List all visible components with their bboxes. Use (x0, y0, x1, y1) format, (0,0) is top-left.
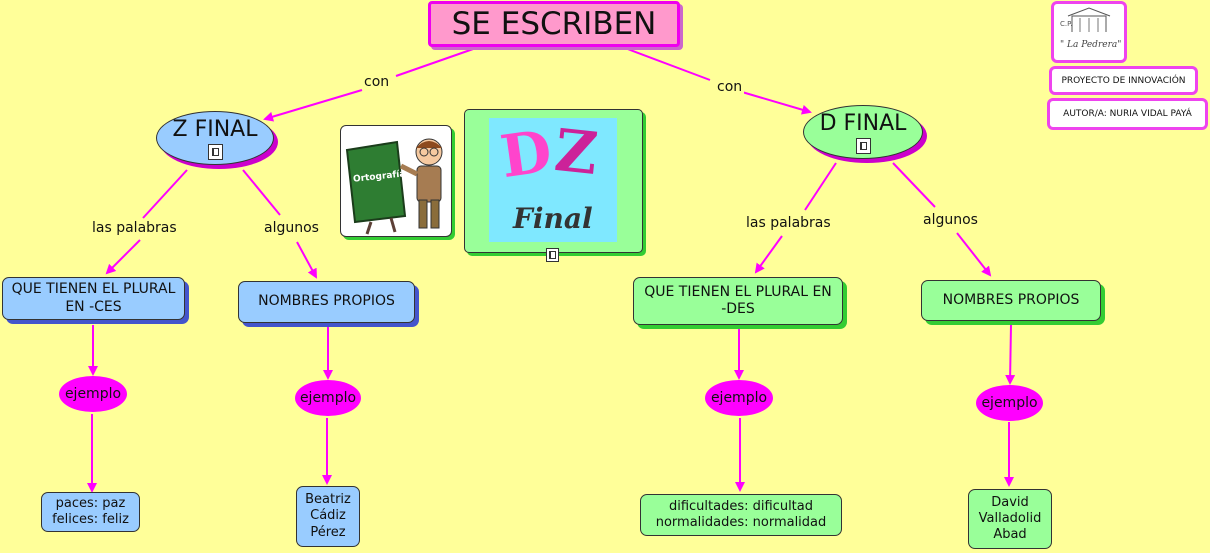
teacher-illustration (345, 138, 443, 235)
arrow-palabras-ces (105, 239, 141, 275)
example-line: normalidades: normalidad (655, 515, 827, 530)
z-final-node[interactable]: Z FINAL (156, 111, 274, 165)
d-final-text: D FINAL (819, 110, 907, 136)
label-las-palabras-d: las palabras (744, 215, 833, 231)
example-line: Valladolid (978, 510, 1042, 526)
example-david-node[interactable]: David Valladolid Abad (968, 489, 1052, 549)
nombres-propios-z-text: NOMBRES PROPIOS (258, 293, 395, 310)
arrow-algunos-propios-d (956, 232, 992, 277)
example-line: Pérez (310, 524, 346, 540)
example-line: Abad (993, 527, 1027, 543)
project-text: PROYECTO DE INNOVACIÓN (1061, 75, 1186, 86)
ejemplo-text: ejemplo (299, 390, 357, 406)
ortografia-image[interactable]: Ortografía (340, 125, 452, 237)
arrow-con-dfinal (741, 91, 812, 115)
dz-caption: Final (513, 202, 593, 235)
example-line: David (991, 494, 1029, 510)
arrow-z-algunos (242, 169, 281, 216)
example-beatriz-node[interactable]: Beatriz Cádiz Pérez (296, 486, 360, 547)
dz-letter-z: Z (551, 115, 601, 189)
example-line: Beatriz (305, 492, 351, 508)
example-line: Cádiz (310, 508, 346, 524)
label-algunos-d: algunos (921, 212, 980, 228)
author-text: AUTOR/A: NURIA VIDAL PAYÁ (1063, 109, 1192, 119)
ejemplo-oval-z2[interactable]: ejemplo (295, 380, 361, 416)
ejemplo-oval-z1[interactable]: ejemplo (59, 376, 127, 412)
author-box[interactable]: AUTOR/A: NURIA VIDAL PAYÁ (1047, 98, 1208, 130)
plural-ces-text: QUE TIENEN EL PLURAL EN -CES (11, 281, 176, 315)
title-node[interactable]: SE ESCRIBEN (428, 1, 680, 47)
document-icon[interactable] (546, 248, 559, 262)
arrow-z-palabras (142, 169, 188, 219)
example-line: dificultades: dificultad (668, 498, 813, 514)
label-algunos-z: algunos (262, 220, 321, 236)
logo-text-name: " La Pedrera" (1060, 40, 1122, 50)
nombres-propios-d-node[interactable]: NOMBRES PROPIOS (921, 280, 1101, 321)
project-box[interactable]: PROYECTO DE INNOVACIÓN (1049, 66, 1198, 95)
plural-des-text: QUE TIENEN EL PLURAL EN -DES (644, 283, 832, 318)
arrow-d-palabras (804, 162, 837, 211)
dz-letter-d: D (496, 116, 556, 192)
z-final-text: Z FINAL (172, 116, 258, 142)
arrow-palabras-des (754, 235, 783, 274)
example-line: felices: feliz (52, 512, 129, 527)
ejemplo-oval-d2[interactable]: ejemplo (976, 385, 1043, 421)
logo-text-cp: C.P. (1060, 20, 1073, 28)
d-final-node[interactable]: D FINAL (803, 105, 923, 159)
arrow-title-con-left (395, 47, 477, 77)
ejemplo-oval-d1[interactable]: ejemplo (705, 380, 773, 416)
school-building-icon (1067, 7, 1111, 32)
example-line: paces: paz (55, 495, 126, 511)
document-icon[interactable] (207, 144, 223, 161)
example-dificultades-node[interactable]: dificultades: dificultad normalidades: n… (640, 494, 842, 536)
ejemplo-text: ejemplo (981, 395, 1038, 411)
document-icon[interactable] (855, 138, 871, 155)
label-con-left: con (362, 74, 392, 90)
arrow-title-con-right (624, 47, 711, 81)
nombres-propios-z-node[interactable]: NOMBRES PROPIOS (238, 281, 415, 323)
title-text: SE ESCRIBEN (451, 5, 657, 42)
arrow-d-algunos (892, 162, 936, 208)
arrow-algunos-propios-z (296, 241, 317, 279)
ejemplo-text: ejemplo (710, 390, 768, 406)
plural-ces-node[interactable]: QUE TIENEN EL PLURAL EN -CES (2, 277, 185, 320)
label-las-palabras-z: las palabras (90, 220, 179, 236)
dz-final-picture: D Z Final (489, 115, 617, 242)
label-con-right: con (715, 79, 745, 95)
example-paces-node[interactable]: paces: paz felices: feliz (41, 492, 140, 532)
school-logo[interactable]: C.P. " La Pedrera" (1051, 1, 1127, 63)
plural-des-node[interactable]: QUE TIENEN EL PLURAL EN -DES (633, 277, 843, 325)
nombres-propios-d-text: NOMBRES PROPIOS (942, 291, 1080, 308)
arrow-propios-ejemplo-d (1005, 324, 1016, 385)
ejemplo-text: ejemplo (64, 386, 122, 402)
dz-final-image[interactable]: D Z Final (464, 109, 643, 262)
arrow-con-zfinal (263, 89, 363, 122)
